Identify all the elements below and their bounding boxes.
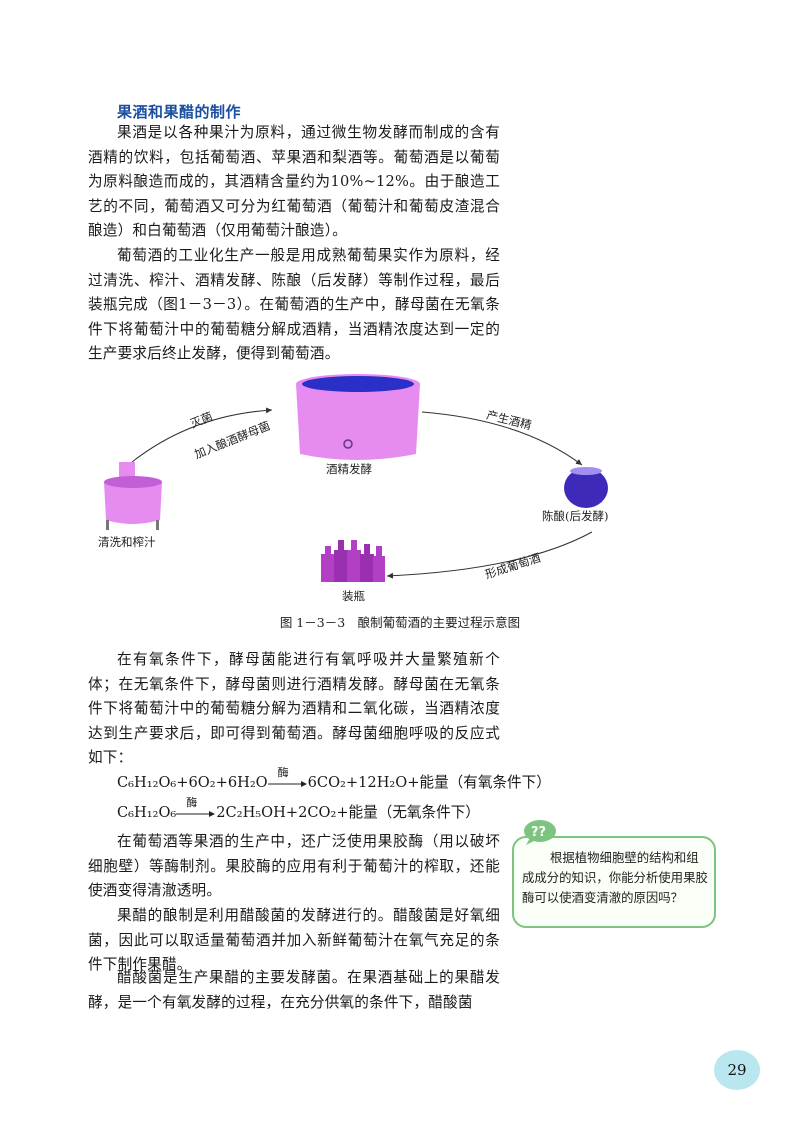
enzyme-label: 酶 [186, 796, 198, 809]
label-bottling: 装瓶 [342, 589, 365, 603]
formula-right: 6CO₂+12H₂O+能量（有氧条件下） [307, 774, 551, 791]
thinking-note: 根据植物细胞壁的结构和组成成分的知识，你能分析使用果胶酶可以使酒变清澈的原因吗？ [512, 836, 716, 928]
formula-right: 2C₂H₅OH+2CO₂+能量（无氧条件下） [216, 804, 480, 821]
aerobic-formula: C₆H₁₂O₆+6O₂+6H₂O 酶 6CO₂+12H₂O+能量（有氧条件下） [117, 766, 551, 792]
press-vessel [104, 462, 162, 530]
anaerobic-formula: C₆H₁₂O₆ 酶 2C₂H₅OH+2CO₂+能量（无氧条件下） [117, 796, 480, 822]
process-diagram [104, 374, 608, 582]
enzyme-arrow: 酶 [267, 766, 308, 790]
note-text: 根据植物细胞壁的结构和组成成分的知识，你能分析使用果胶酶可以使酒变清澈的原因吗？ [522, 850, 708, 905]
arrow-to-bottling [386, 531, 593, 579]
paragraph: 在葡萄酒等果酒的生产中，还广泛使用果胶酶（用以破坏细胞壁）等酶制剂。果胶酶的应用… [88, 833, 500, 900]
paragraph: 醋酸菌是生产果醋的主要发酵菌。在果酒基础上的果醋发酵，是一个有氧发酵的过程，在充… [88, 969, 500, 1011]
paragraph: 果醋的酿制是利用醋酸菌的发酵进行的。醋酸菌是好氧细菌，因此可以取适量葡萄酒并加入… [88, 907, 500, 974]
arrow-to-fermentation [131, 407, 273, 463]
svg-text:??: ?? [531, 825, 546, 840]
label-wash-press: 清洗和榨汁 [98, 535, 156, 549]
wine-bottles [321, 540, 385, 582]
aging-barrel [564, 467, 608, 508]
formula-left: C₆H₁₂O₆+6O₂+6H₂O [117, 774, 268, 791]
figure-caption: 图 1－3－3 酿制葡萄酒的主要过程示意图 [279, 615, 521, 630]
label-fermentation: 酒精发酵 [326, 462, 372, 476]
question-bubble-icon: ?? [524, 820, 556, 845]
label-aging: 陈酿(后发酵) [542, 509, 609, 523]
fermentation-tank [296, 374, 420, 460]
paragraph: 在有氧条件下，酵母菌能进行有氧呼吸并大量繁殖新个体；在无氧条件下，酵母菌则进行酒… [88, 651, 500, 767]
wine-process-figure: 灭菌 加入酿酒酵母菌 酒精发酵 产生酒精 陈酿(后发酵) 清洗和榨汁 装瓶 形成… [92, 370, 652, 610]
arrow-to-aging [421, 411, 583, 466]
enzyme-label: 酶 [277, 766, 289, 779]
enzyme-arrow: 酶 [176, 796, 216, 820]
page-number: 29 [714, 1050, 760, 1090]
paragraph: 葡萄酒的工业化生产一般是用成熟葡萄果实作为原料，经过清洗、榨汁、酒精发酵、陈酿（… [88, 247, 500, 363]
paragraph: 果酒是以各种果汁为原料，通过微生物发酵而制成的含有酒精的饮料，包括葡萄酒、苹果酒… [88, 124, 500, 240]
formula-left: C₆H₁₂O₆ [117, 804, 177, 821]
section-title: 果酒和果醋的制作 [117, 103, 242, 121]
